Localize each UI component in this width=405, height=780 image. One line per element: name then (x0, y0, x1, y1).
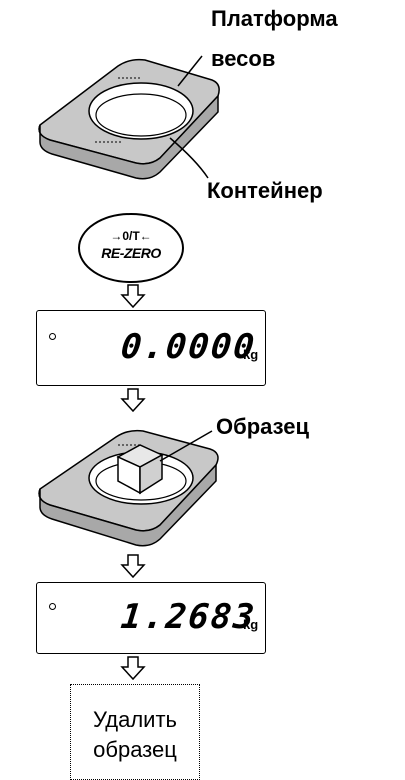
display-sample-unit: kg (243, 617, 259, 632)
remove-sample-line2: образец (93, 737, 177, 762)
display-sample: 1.2683 kg (36, 582, 266, 654)
scale-with-container-illustration (38, 55, 220, 180)
arrow-down-icon (120, 554, 146, 579)
display-zero-value: 0.0000 (118, 327, 258, 367)
display-sample-value: 1.2683 (118, 597, 258, 637)
arrow-down-icon (120, 656, 146, 681)
stable-indicator (49, 603, 56, 610)
container-inner (95, 93, 187, 137)
rezero-key-outline (78, 213, 184, 283)
platform-label: Платформа весов (211, 6, 338, 72)
arrow-down-icon (120, 388, 146, 413)
rezero-key-symbol: →0/T← (110, 229, 152, 243)
display-zero: 0.0000 kg (36, 310, 266, 386)
arrow-down-icon (120, 284, 146, 309)
platform-leader-line (177, 55, 203, 87)
rezero-key[interactable]: →0/T← RE-ZERO (80, 222, 182, 276)
stable-indicator (49, 333, 56, 340)
platform-label-line2: весов (211, 46, 276, 71)
platform-label-line1: Платформа (211, 6, 338, 31)
sample-cube-right (139, 453, 163, 495)
scale-with-sample-illustration (38, 429, 219, 547)
sample-label: Образец (216, 414, 310, 439)
rezero-key-label: RE-ZERO (101, 245, 161, 261)
scale-pan-side (38, 94, 219, 180)
scale-pan-side (38, 463, 217, 547)
remove-sample-line1: Удалить (93, 707, 177, 732)
sample-leader-line (159, 430, 213, 462)
remove-sample-step: Удалить образец (70, 684, 200, 780)
container-label: Контейнер (207, 178, 323, 203)
display-zero-unit: kg (243, 347, 259, 362)
container-leader-line (169, 137, 209, 179)
